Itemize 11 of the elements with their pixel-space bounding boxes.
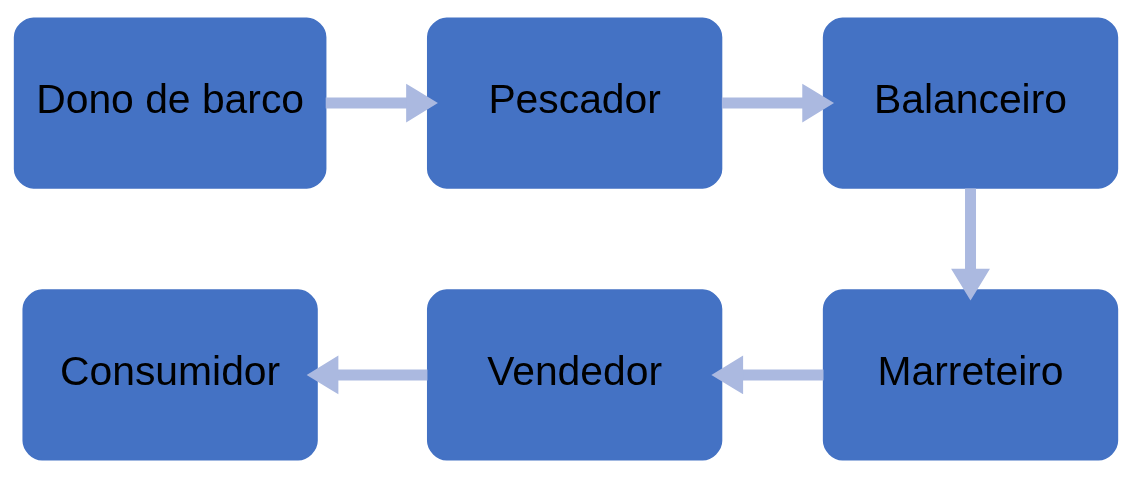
node-box: Vendedor [426, 289, 723, 461]
arrow [721, 83, 834, 123]
node-box: Dono de barco [13, 17, 327, 189]
arrow [306, 355, 428, 395]
node-box: Marreteiro [822, 289, 1119, 461]
arrow [711, 355, 824, 395]
arrow [325, 83, 438, 123]
node-box: Pescador [426, 17, 723, 189]
arrow [951, 188, 990, 301]
node-box: Consumidor [22, 289, 318, 461]
node-box: Balanceiro [822, 17, 1119, 189]
